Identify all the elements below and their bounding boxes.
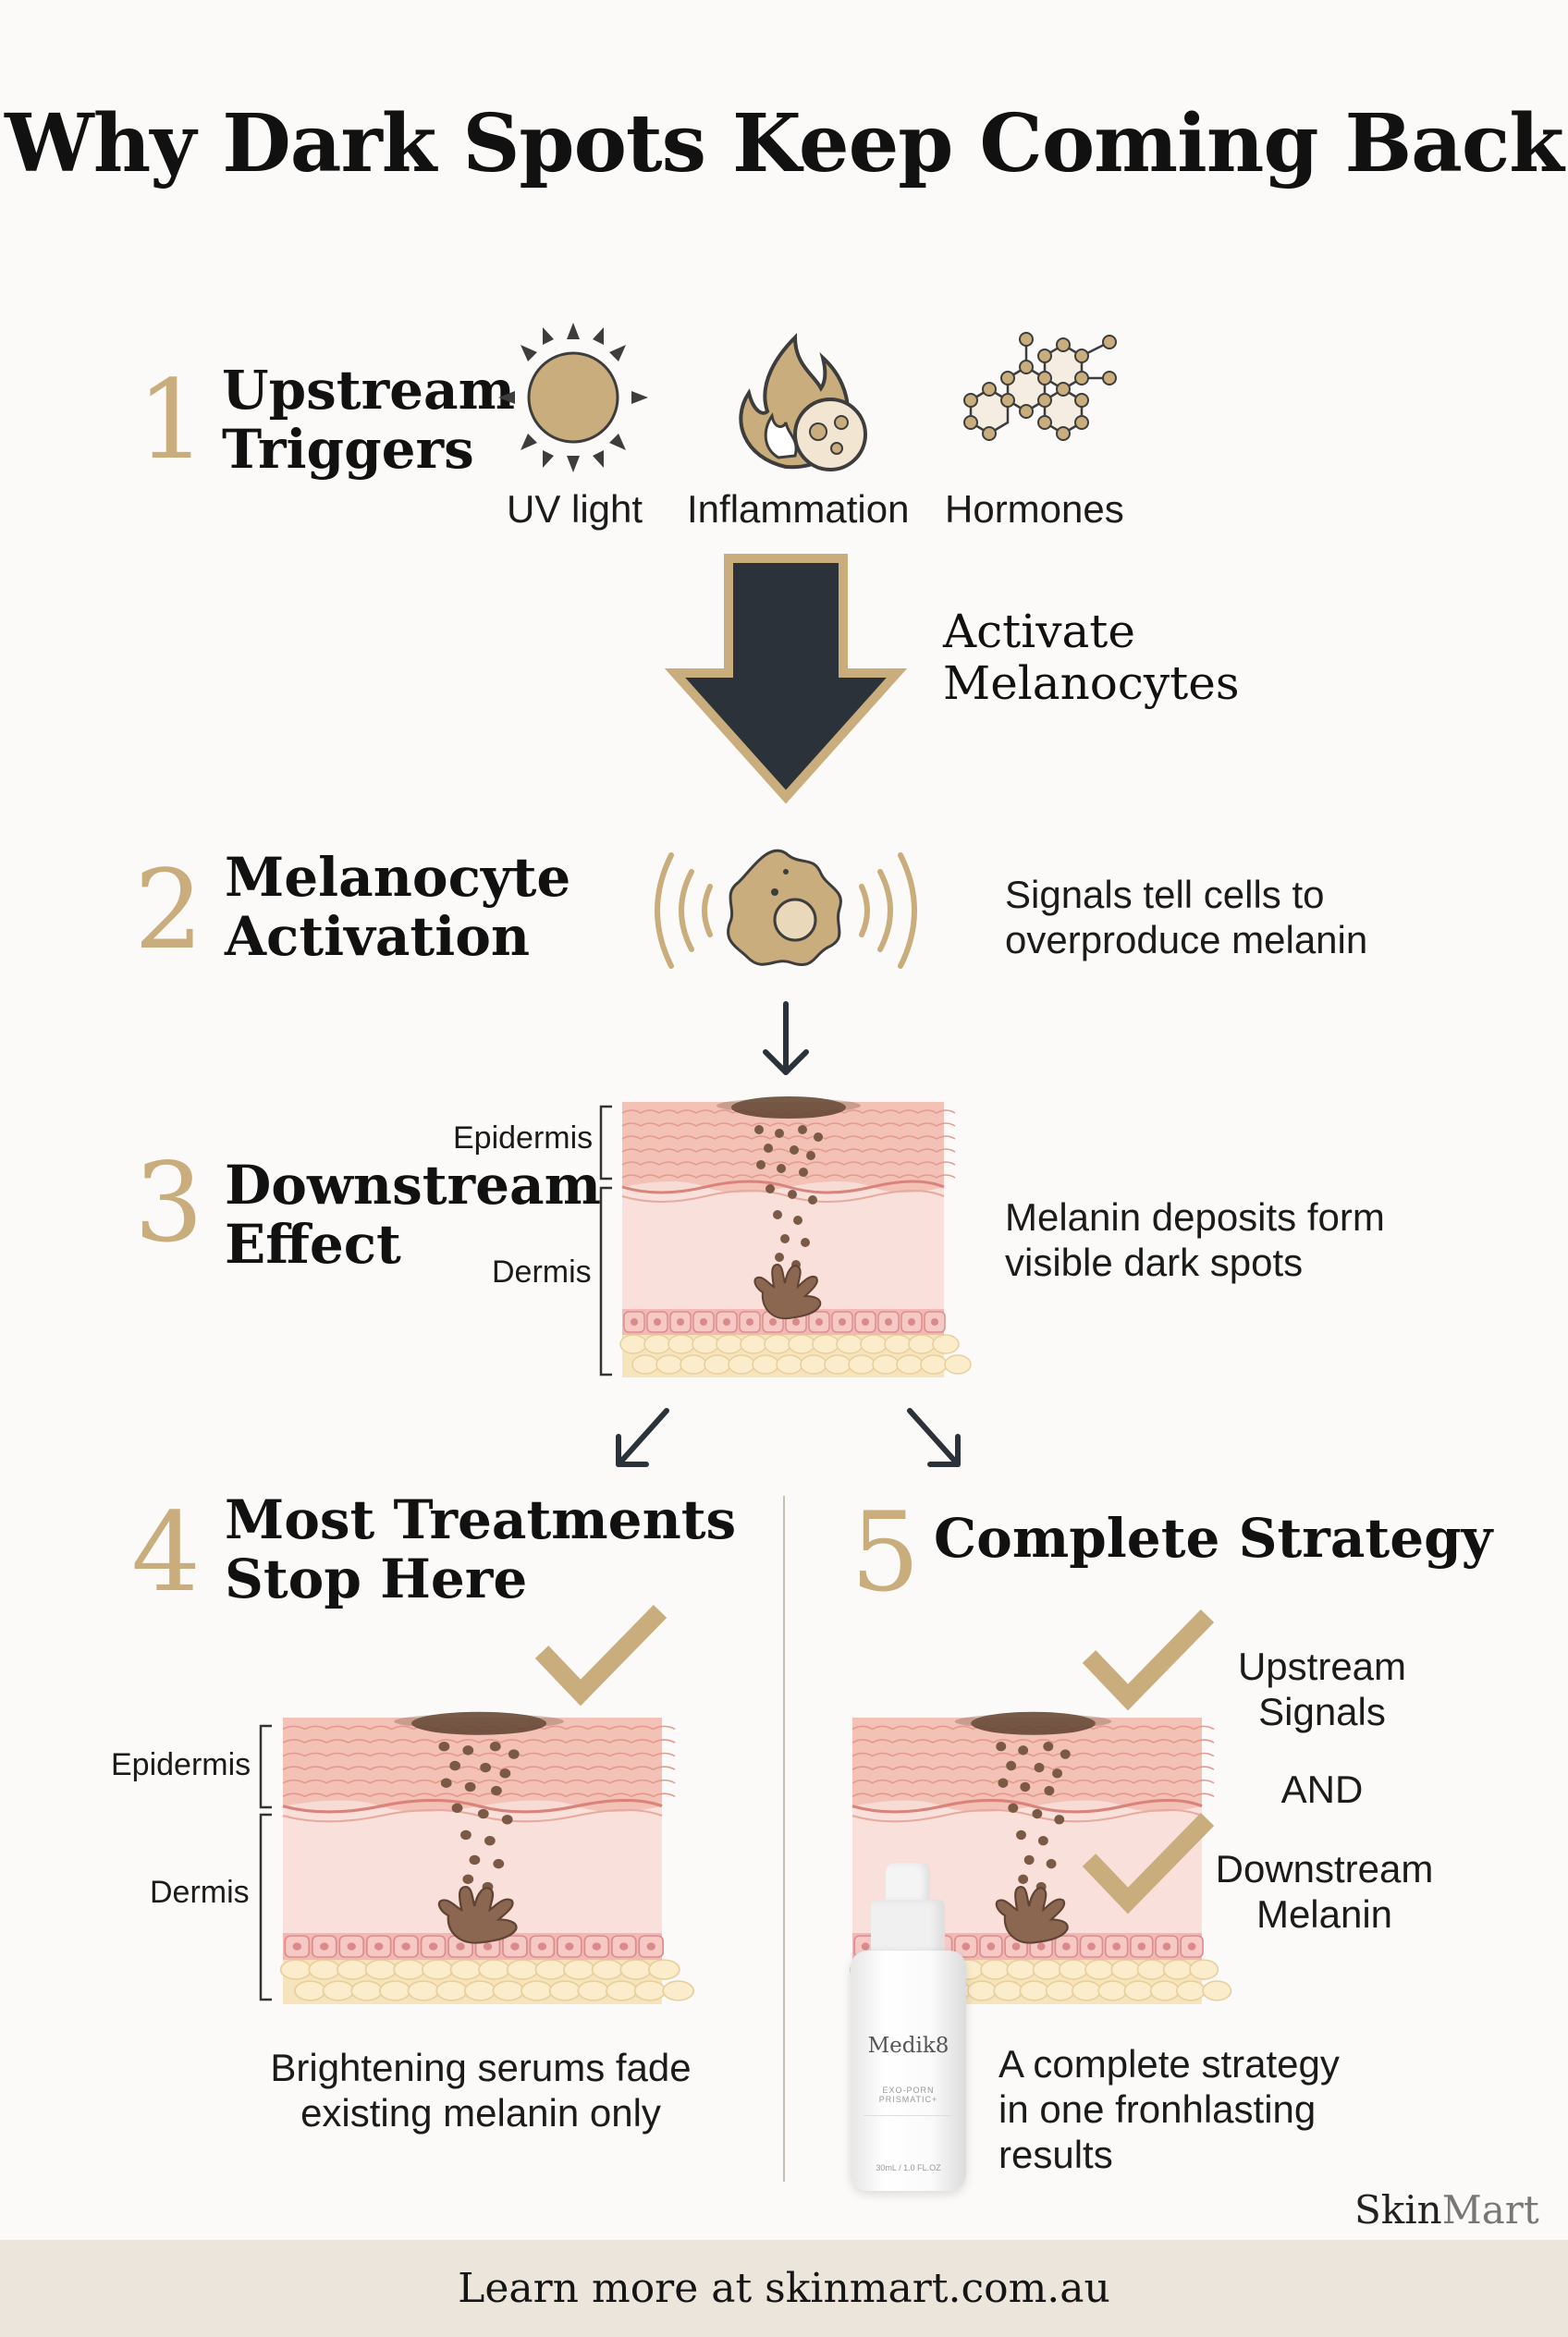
check-upstream-signals: Upstream Signals [1237,1645,1407,1733]
page-title: Why Dark Spots Keep Coming Back [5,97,1564,190]
bottle-neck [871,1900,945,1953]
step2-description: Signals tell cells to overproduce melani… [1005,873,1368,961]
check-icon [1082,1813,1215,1915]
product-name: EXO-PORN PRISMATIC+ [878,2086,938,2104]
bottle-body: Medik8 EXO-PORN PRISMATIC+ 30mL / 1.0 FL… [851,1951,966,2191]
layer-bracket [599,1105,612,1377]
melanocyte-icon [655,849,917,969]
trigger-label-uv: UV light [507,487,643,531]
skin-cross-section [619,1096,972,1377]
flame-icon [739,333,867,471]
product-fineprint [864,2115,953,2142]
product-bottle: Medik8 EXO-PORN PRISMATIC+ 30mL / 1.0 FL… [851,1863,966,2191]
big-down-arrow [664,554,908,804]
column-divider [783,1496,785,2182]
step4-description: Brightening serums fade existing melanin… [270,2046,692,2135]
epidermis-label: Epidermis [453,1120,594,1156]
small-down-arrow [763,1001,809,1075]
arrow-down-left [616,1408,669,1467]
check-icon [1082,1609,1215,1711]
layer-bracket [259,1724,272,2001]
check-icon [534,1605,668,1707]
dermis-label: Dermis [492,1254,592,1290]
step-heading: Complete Strategy [934,1507,1493,1570]
trigger-label-inflammation: Inflammation [687,487,910,531]
bottle-pump [886,1863,930,1902]
step-number: 5 [851,1488,921,1616]
sun-icon [498,323,648,472]
step-heading: Upstream Triggers [222,359,515,481]
step-number: 3 [134,1139,204,1266]
step-number: 2 [134,846,204,973]
step-number: 1 [137,356,207,483]
skin-cross-section [279,1711,695,2004]
step-heading: Downstream Effect [225,1154,601,1276]
trigger-label-hormones: Hormones [945,487,1124,531]
epidermis-label: Epidermis [111,1747,251,1782]
step-number: 4 [131,1488,202,1616]
product-brand: Medik8 [867,2034,949,2058]
hormone-molecule-icon [963,332,1117,441]
dermis-label: Dermis [150,1875,250,1910]
arrow-label: Activate Melanocytes [943,605,1240,710]
arrow-down-right [907,1408,961,1467]
skin-cross-section [850,1711,1232,2004]
step-heading: Most Treatments Stop Here [225,1488,737,1610]
step3-description: Melanin deposits form visible dark spots [1005,1195,1385,1284]
step5-description: A complete strategy in one fronhlasting … [998,2042,1340,2176]
footer-bar: Learn more at skinmart.com.au [0,2240,1568,2337]
and-label: AND [1280,1768,1364,1811]
product-size: 30mL / 1.0 FL.OZ [876,2163,941,2172]
step-heading: Melanocyte Activation [225,846,571,968]
brand-logo: SkinMart [1354,2187,1539,2233]
footer-link[interactable]: Learn more at skinmart.com.au [458,2265,1110,2312]
check-downstream-melanin: Downstream Melanin [1215,1847,1434,1936]
